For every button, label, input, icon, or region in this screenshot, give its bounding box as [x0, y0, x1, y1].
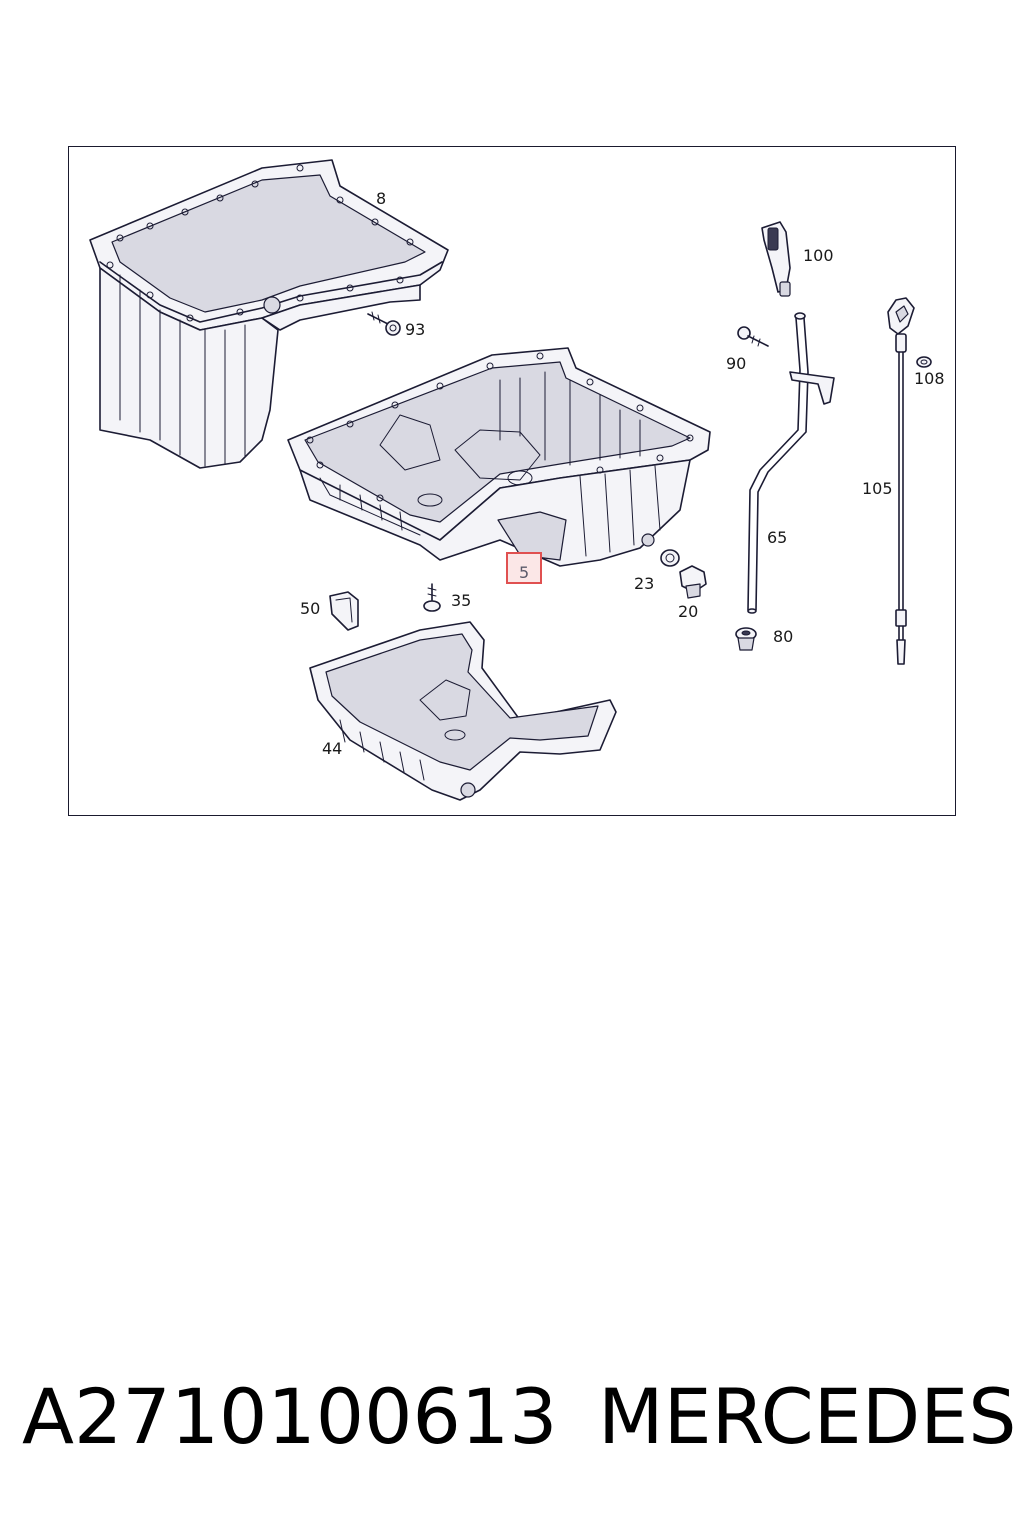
part-65-guide-tube[interactable]: [747, 312, 835, 614]
callout-108: 108: [914, 369, 945, 388]
callout-35: 35: [451, 591, 471, 610]
callout-80: 80: [773, 627, 793, 646]
part-108-o-ring[interactable]: [916, 356, 932, 368]
callout-90: 90: [726, 354, 746, 373]
part-105-dipstick[interactable]: [887, 297, 915, 665]
part-93-bolt[interactable]: [367, 311, 401, 336]
part-20-drain-plug[interactable]: [679, 565, 707, 599]
part-23-seal-ring[interactable]: [660, 549, 680, 567]
part-100-sensor[interactable]: [761, 221, 791, 297]
callout-93: 93: [405, 320, 425, 339]
diagram-frame: [68, 146, 956, 816]
part-90-bolt[interactable]: [737, 326, 769, 347]
part-35-bolt[interactable]: [423, 583, 441, 612]
callout-44: 44: [322, 739, 342, 758]
callout-100: 100: [803, 246, 834, 265]
part-80-screw-plug[interactable]: [735, 627, 757, 651]
callout-8: 8: [376, 189, 386, 208]
part-8-upper-oil-pan[interactable]: [89, 159, 449, 469]
callout-105: 105: [862, 479, 893, 498]
part-5-oil-pan[interactable]: [287, 347, 711, 567]
callout-50: 50: [300, 599, 320, 618]
callout-labels: 8 100 93 90 108 105 65 5 23 20 80 50 35 …: [300, 189, 945, 758]
callout-65: 65: [767, 528, 787, 547]
callout-5-highlight[interactable]: 5: [506, 552, 542, 584]
callout-23: 23: [634, 574, 654, 593]
part-44-lower-oil-pan[interactable]: [309, 621, 617, 801]
part-50-clip[interactable]: [329, 591, 359, 631]
callout-5: 5: [519, 563, 529, 582]
part-number: A2710100613: [22, 1372, 558, 1461]
callout-20: 20: [678, 602, 698, 621]
brand-name: MERCEDES: [598, 1372, 1017, 1461]
